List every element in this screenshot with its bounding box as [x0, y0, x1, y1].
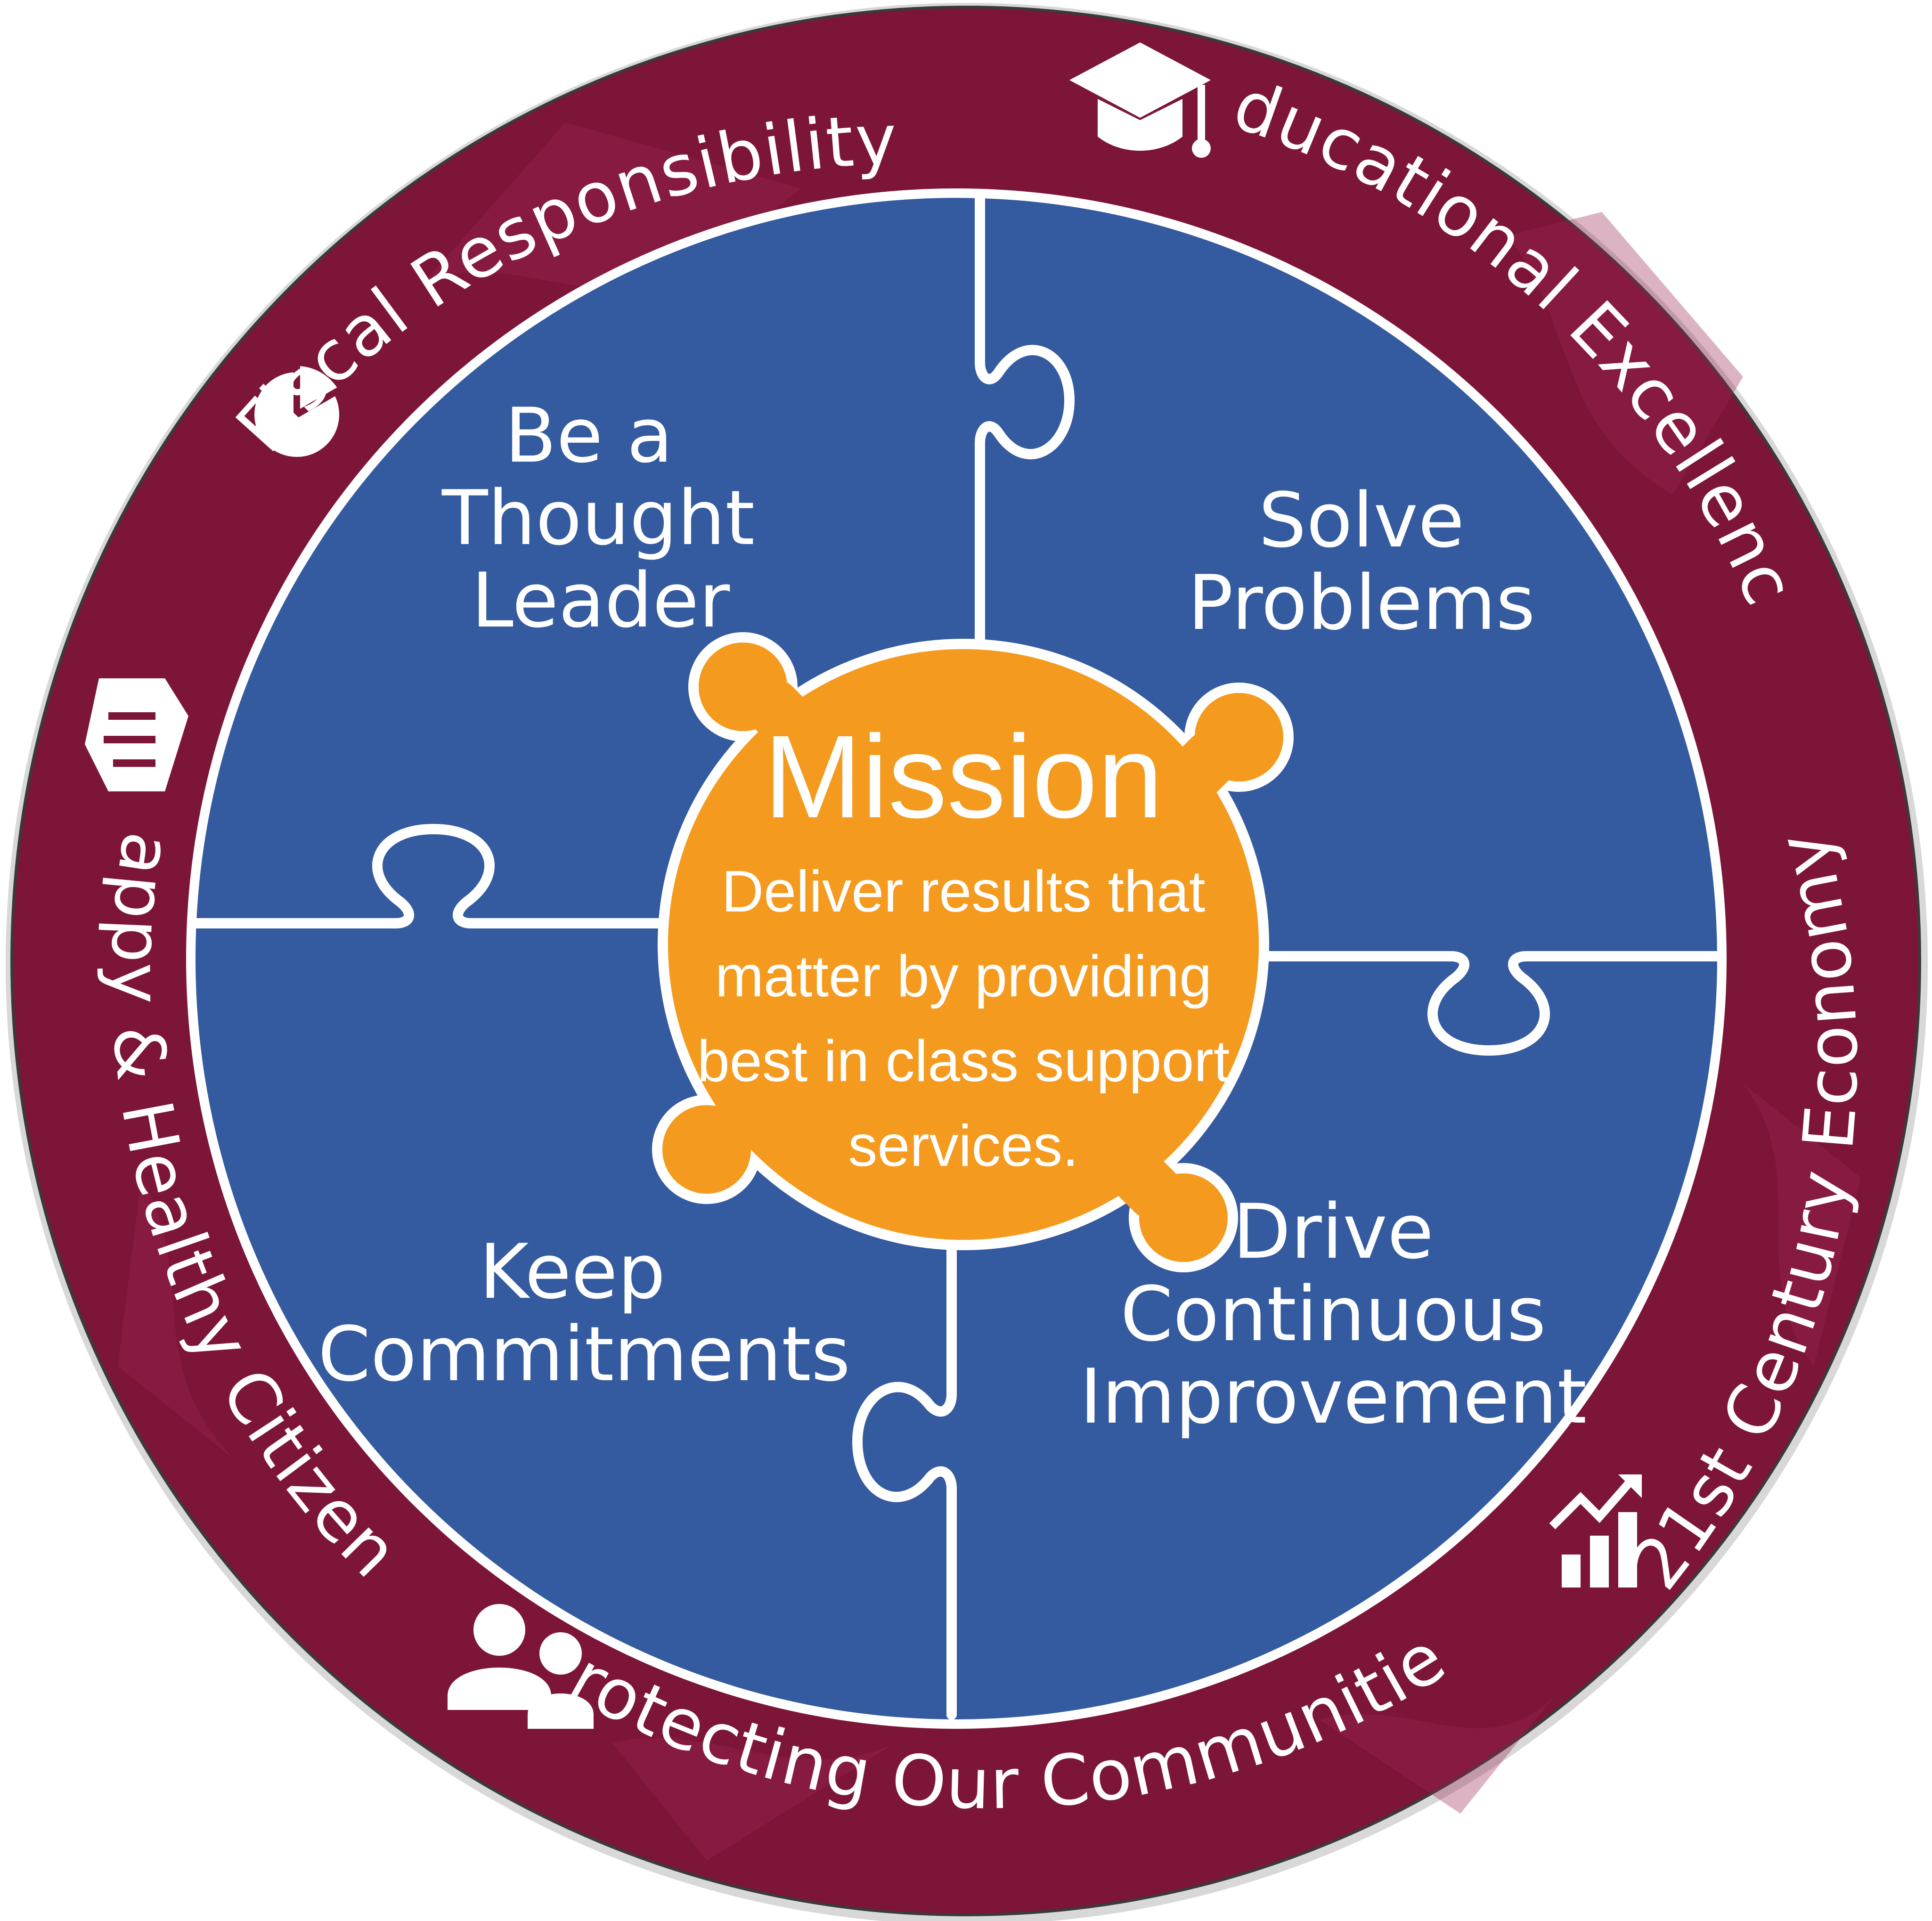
quadrant-line: Continuous: [1120, 1270, 1546, 1358]
quadrant-line: Be a: [505, 391, 673, 480]
quadrant-bottom-left: Keep Commitments: [318, 1228, 850, 1398]
quadrant-line: Improvement: [1080, 1352, 1587, 1441]
mission-piece: [652, 632, 1294, 1272]
quadrant-bottom-right: Drive Continuous Improvement: [1080, 1188, 1587, 1441]
quadrant-top-left: Be a Thought Leader: [441, 391, 755, 644]
quadrant-line: Thought: [441, 474, 755, 562]
growth-chart-icon: [1549, 1474, 1642, 1587]
mission-line: services.: [848, 1114, 1078, 1179]
mission-title: Mission: [764, 711, 1163, 842]
mission-line: Deliver results that: [722, 859, 1206, 924]
quadrant-line: Solve: [1258, 476, 1464, 564]
quadrant-line: Drive: [1233, 1188, 1434, 1276]
puzzle-lines: [188, 193, 1722, 1720]
mission-line: matter by providing: [715, 944, 1212, 1009]
quadrant-line: Leader: [472, 556, 730, 644]
handshake-icon: [85, 678, 188, 791]
pie-chart-icon: [254, 359, 346, 457]
people-icon: [448, 1604, 594, 1729]
quadrant-line: Problems: [1188, 559, 1535, 647]
quadrant-line: Keep: [479, 1228, 665, 1316]
graduation-cap-icon: [1069, 42, 1211, 158]
quadrant-line: Commitments: [318, 1310, 850, 1398]
mission-text: Mission Deliver results that matter by p…: [697, 711, 1230, 1179]
mission-line: best in class support: [697, 1029, 1230, 1094]
quadrant-top-right: Solve Problems: [1188, 476, 1535, 647]
